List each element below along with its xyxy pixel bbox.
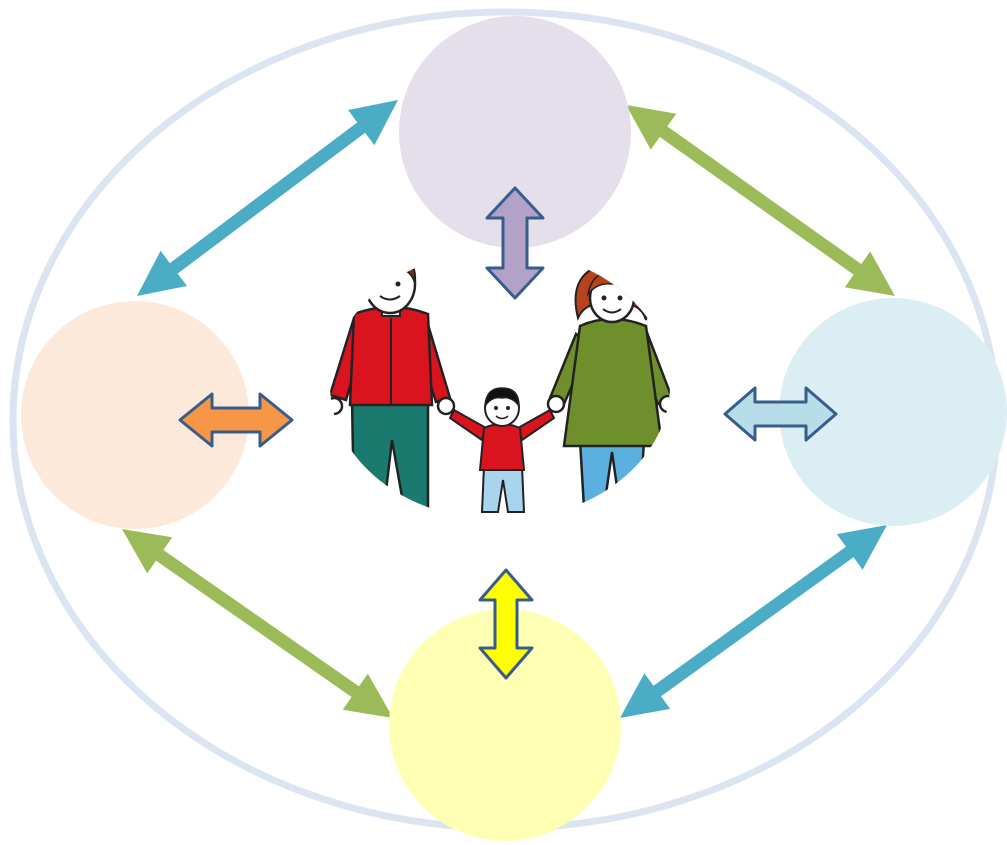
- node-top: [399, 16, 631, 248]
- connector-arrowhead: [342, 673, 393, 718]
- mother-figure: [546, 260, 670, 510]
- inner-arrows: [178, 186, 838, 680]
- connector-arrowhead: [844, 251, 895, 296]
- inner-arrow-right: [723, 386, 838, 442]
- connector-arrowhead: [348, 100, 398, 146]
- connector-arrowhead: [626, 105, 677, 150]
- connector-top-left-arrow: [137, 100, 398, 296]
- connector-arrowhead: [137, 250, 187, 296]
- child-figure: [448, 387, 556, 513]
- inner-arrow-bottom: [478, 568, 534, 680]
- connector-arrowhead: [836, 525, 887, 570]
- inner-arrow-left: [178, 392, 294, 448]
- connector-shaft: [166, 120, 369, 276]
- father-figure: [330, 253, 456, 510]
- connector-left-bottom-arrow: [122, 529, 393, 718]
- connector-shaft: [656, 124, 865, 277]
- connector-arrows: [122, 100, 895, 718]
- inner-arrow-top: [485, 186, 545, 300]
- node-right: [779, 298, 1007, 526]
- connector-right-bottom-arrow: [620, 525, 887, 718]
- connector-top-right-arrow: [626, 105, 895, 296]
- connector-arrowhead: [122, 529, 173, 574]
- connector-shaft: [152, 547, 363, 700]
- connector-shaft: [650, 544, 857, 699]
- family-icon: [330, 253, 670, 513]
- node-bottom: [389, 609, 621, 841]
- node-left: [21, 301, 249, 529]
- connector-arrowhead: [620, 673, 671, 718]
